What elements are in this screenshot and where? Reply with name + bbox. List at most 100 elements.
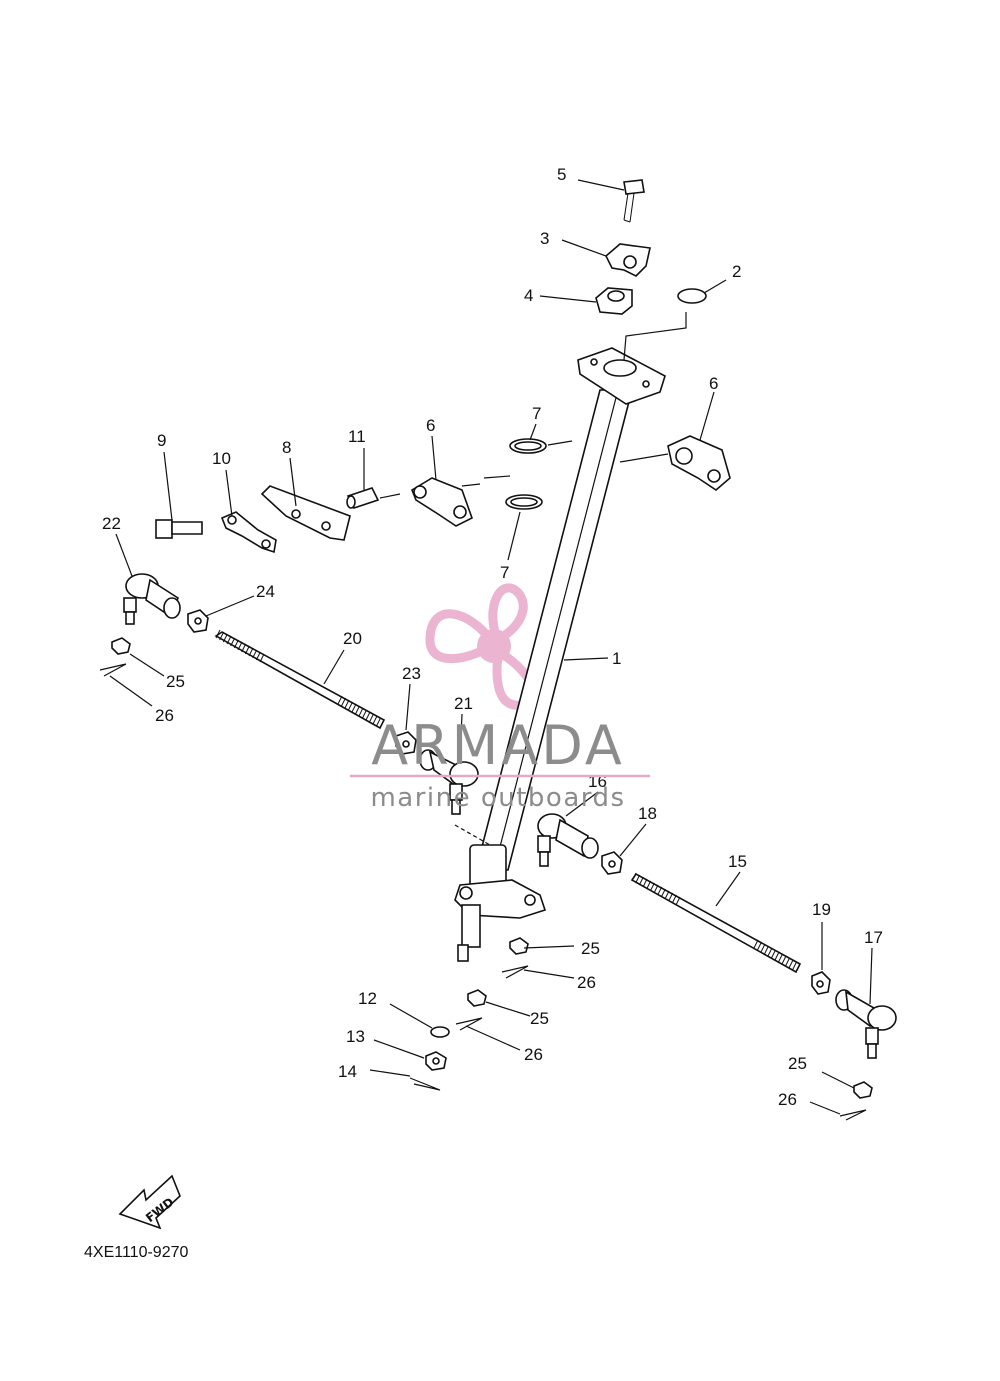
seal-2 [677,288,707,304]
thread-mark [379,719,385,729]
thread-mark [358,707,364,717]
collar-11 [346,487,380,509]
cotter-pin-26-right [839,1109,867,1121]
callout-21: 21 [454,694,473,713]
callout-25-center-lower: 25 [530,1009,549,1028]
tie-rod-end-17 [835,989,897,1059]
callout-19: 19 [812,900,831,919]
callout-22: 22 [102,514,121,533]
armada-propeller-logo [425,583,539,710]
tie-rod-end-22 [123,573,181,625]
callout-9: 9 [157,431,166,450]
leader-lines [109,179,873,1115]
cotter-pin-26-center-upper [501,965,529,979]
callout-23: 23 [402,664,421,683]
thread-mark [255,651,261,661]
steering-shaft-holder-left-6 [411,477,473,527]
thread-mark [631,872,637,882]
plate-8 [260,485,351,541]
nut-19 [811,971,831,995]
thread-mark [664,890,670,900]
thread-mark [635,874,641,884]
callout-25-right: 25 [788,1054,807,1073]
thread-mark [215,629,221,639]
nut-25-center-upper [509,937,529,955]
thread-mark [642,878,648,888]
thread-mark [351,703,357,713]
bolt-9 [155,519,203,539]
thread-mark [771,949,776,959]
fwd-direction-arrow: FWD [118,1174,181,1230]
thread-mark [767,947,773,957]
thread-mark [259,653,265,663]
thread-mark [337,695,343,705]
tie-rod-end-21 [419,749,479,815]
thread-mark [657,886,663,896]
thread-mark [781,955,787,965]
callout-20: 20 [343,629,362,648]
steering-shaft [454,347,666,962]
thread-mark [241,643,247,653]
armada-watermark: ARMADA marine outboards [350,714,650,813]
nut-25-center-lower [467,989,487,1007]
callout-15: 15 [728,852,747,871]
washer-12 [430,1026,450,1038]
thread-mark [230,637,236,647]
callout-26-center-lower: 26 [524,1045,543,1064]
thread-mark [365,711,371,721]
callout-18: 18 [638,804,657,823]
nut-25-left [111,637,131,655]
nut-25-right [853,1081,873,1099]
thread-mark [660,888,666,898]
thread-mark [226,635,232,645]
tie-rod-20 [214,629,386,730]
callout-4: 4 [524,286,533,305]
thread-mark [344,699,350,709]
thread-mark [219,631,225,641]
thread-mark [348,701,353,711]
thread-mark [653,884,659,894]
tie-rod-end-16 [537,813,599,867]
callout-24: 24 [256,582,275,601]
circlip-7-lower [505,494,543,510]
watermark-tagline: marine outboards [370,783,625,813]
thread-mark [233,639,239,649]
callout-26-left: 26 [155,706,174,725]
callout-25-center-upper: 25 [581,939,600,958]
nut-18 [601,851,623,875]
callout-5: 5 [557,165,566,184]
callout-25-left: 25 [166,672,185,691]
thread-mark [244,645,250,655]
tie-rod-15 [630,872,802,974]
callout-7-lower: 7 [500,563,509,582]
thread-mark [638,876,644,886]
callout-1: 1 [612,649,621,668]
thread-mark [248,647,254,657]
thread-mark [362,709,367,719]
bushing-4 [595,287,633,315]
thread-mark [671,894,677,904]
cotter-pin-14 [409,1077,441,1091]
thread-mark [785,957,790,967]
callout-8: 8 [282,438,291,457]
cotter-pin-26-left [99,663,127,677]
diagram-code: 4XE1110-9270 [84,1244,188,1261]
callout-26-center-upper: 26 [577,973,596,992]
callout-11: 11 [348,427,366,446]
callout-3: 3 [540,229,549,248]
lock-washer-10 [220,511,277,554]
thread-mark [778,953,783,963]
thread-mark [355,705,360,715]
thread-mark [675,896,681,906]
thread-mark [341,697,346,707]
cotter-pin-26-center-lower [455,1017,483,1031]
thread-mark [764,945,769,955]
thread-mark [222,633,228,643]
callout-17: 17 [864,928,883,947]
nut-24 [187,609,209,633]
thread-mark [760,943,766,953]
thread-mark [649,882,655,892]
thread-mark [792,961,797,971]
steering-shaft-holder-right-6 [667,435,731,492]
circlip-7-upper [509,438,547,454]
